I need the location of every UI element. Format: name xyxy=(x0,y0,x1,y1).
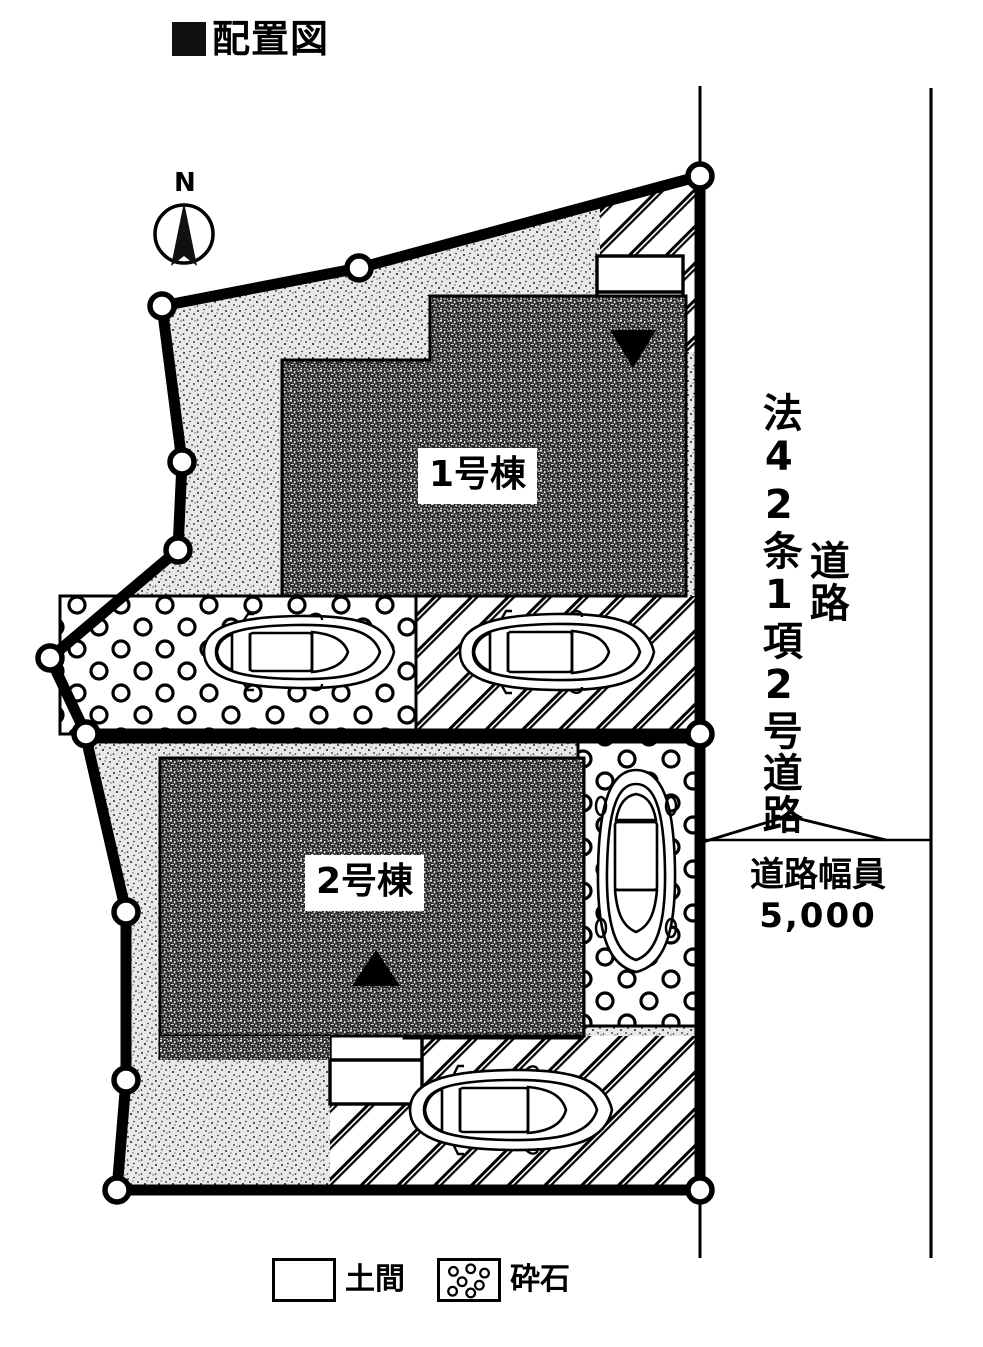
legend-label-doma: 土間 xyxy=(345,1262,405,1297)
building-1-footprint xyxy=(280,294,688,598)
road-width-leader xyxy=(702,814,887,844)
north-label: N xyxy=(174,168,196,198)
road-classification-label: 法42条1項2号道路 xyxy=(755,392,802,836)
legend-swatch-saiseki xyxy=(437,1258,501,1302)
north-arrow: N xyxy=(153,168,215,276)
boundary-vertex-markers xyxy=(35,161,715,1205)
car-3 xyxy=(594,768,678,974)
triangle-up-icon xyxy=(352,950,400,986)
road-width-annotation: 道路幅員 5,000 xyxy=(718,855,918,938)
road-width-value: 5,000 xyxy=(759,896,877,937)
road-word-label: 道路 xyxy=(802,540,849,624)
legend-item-saiseki: 砕石 xyxy=(437,1258,570,1302)
square-bullet-icon xyxy=(172,22,206,56)
legend-swatch-doma xyxy=(272,1258,336,1302)
road-width-label: 道路幅員 xyxy=(750,855,886,895)
building-1-label: 1号棟 xyxy=(418,448,538,504)
building-2-label: 2号棟 xyxy=(305,855,425,911)
legend-item-doma: 土間 xyxy=(272,1258,405,1302)
page-title-text: 配置図 xyxy=(212,17,330,61)
car-1 xyxy=(202,612,396,692)
road-reference-lines xyxy=(698,86,933,1258)
triangle-down-icon xyxy=(610,330,656,368)
north-arrow-icon xyxy=(153,202,215,266)
car-4 xyxy=(408,1064,614,1156)
legend-label-saiseki: 砕石 xyxy=(510,1262,570,1297)
page-title: 配置図 xyxy=(172,20,329,58)
car-2 xyxy=(458,609,656,695)
